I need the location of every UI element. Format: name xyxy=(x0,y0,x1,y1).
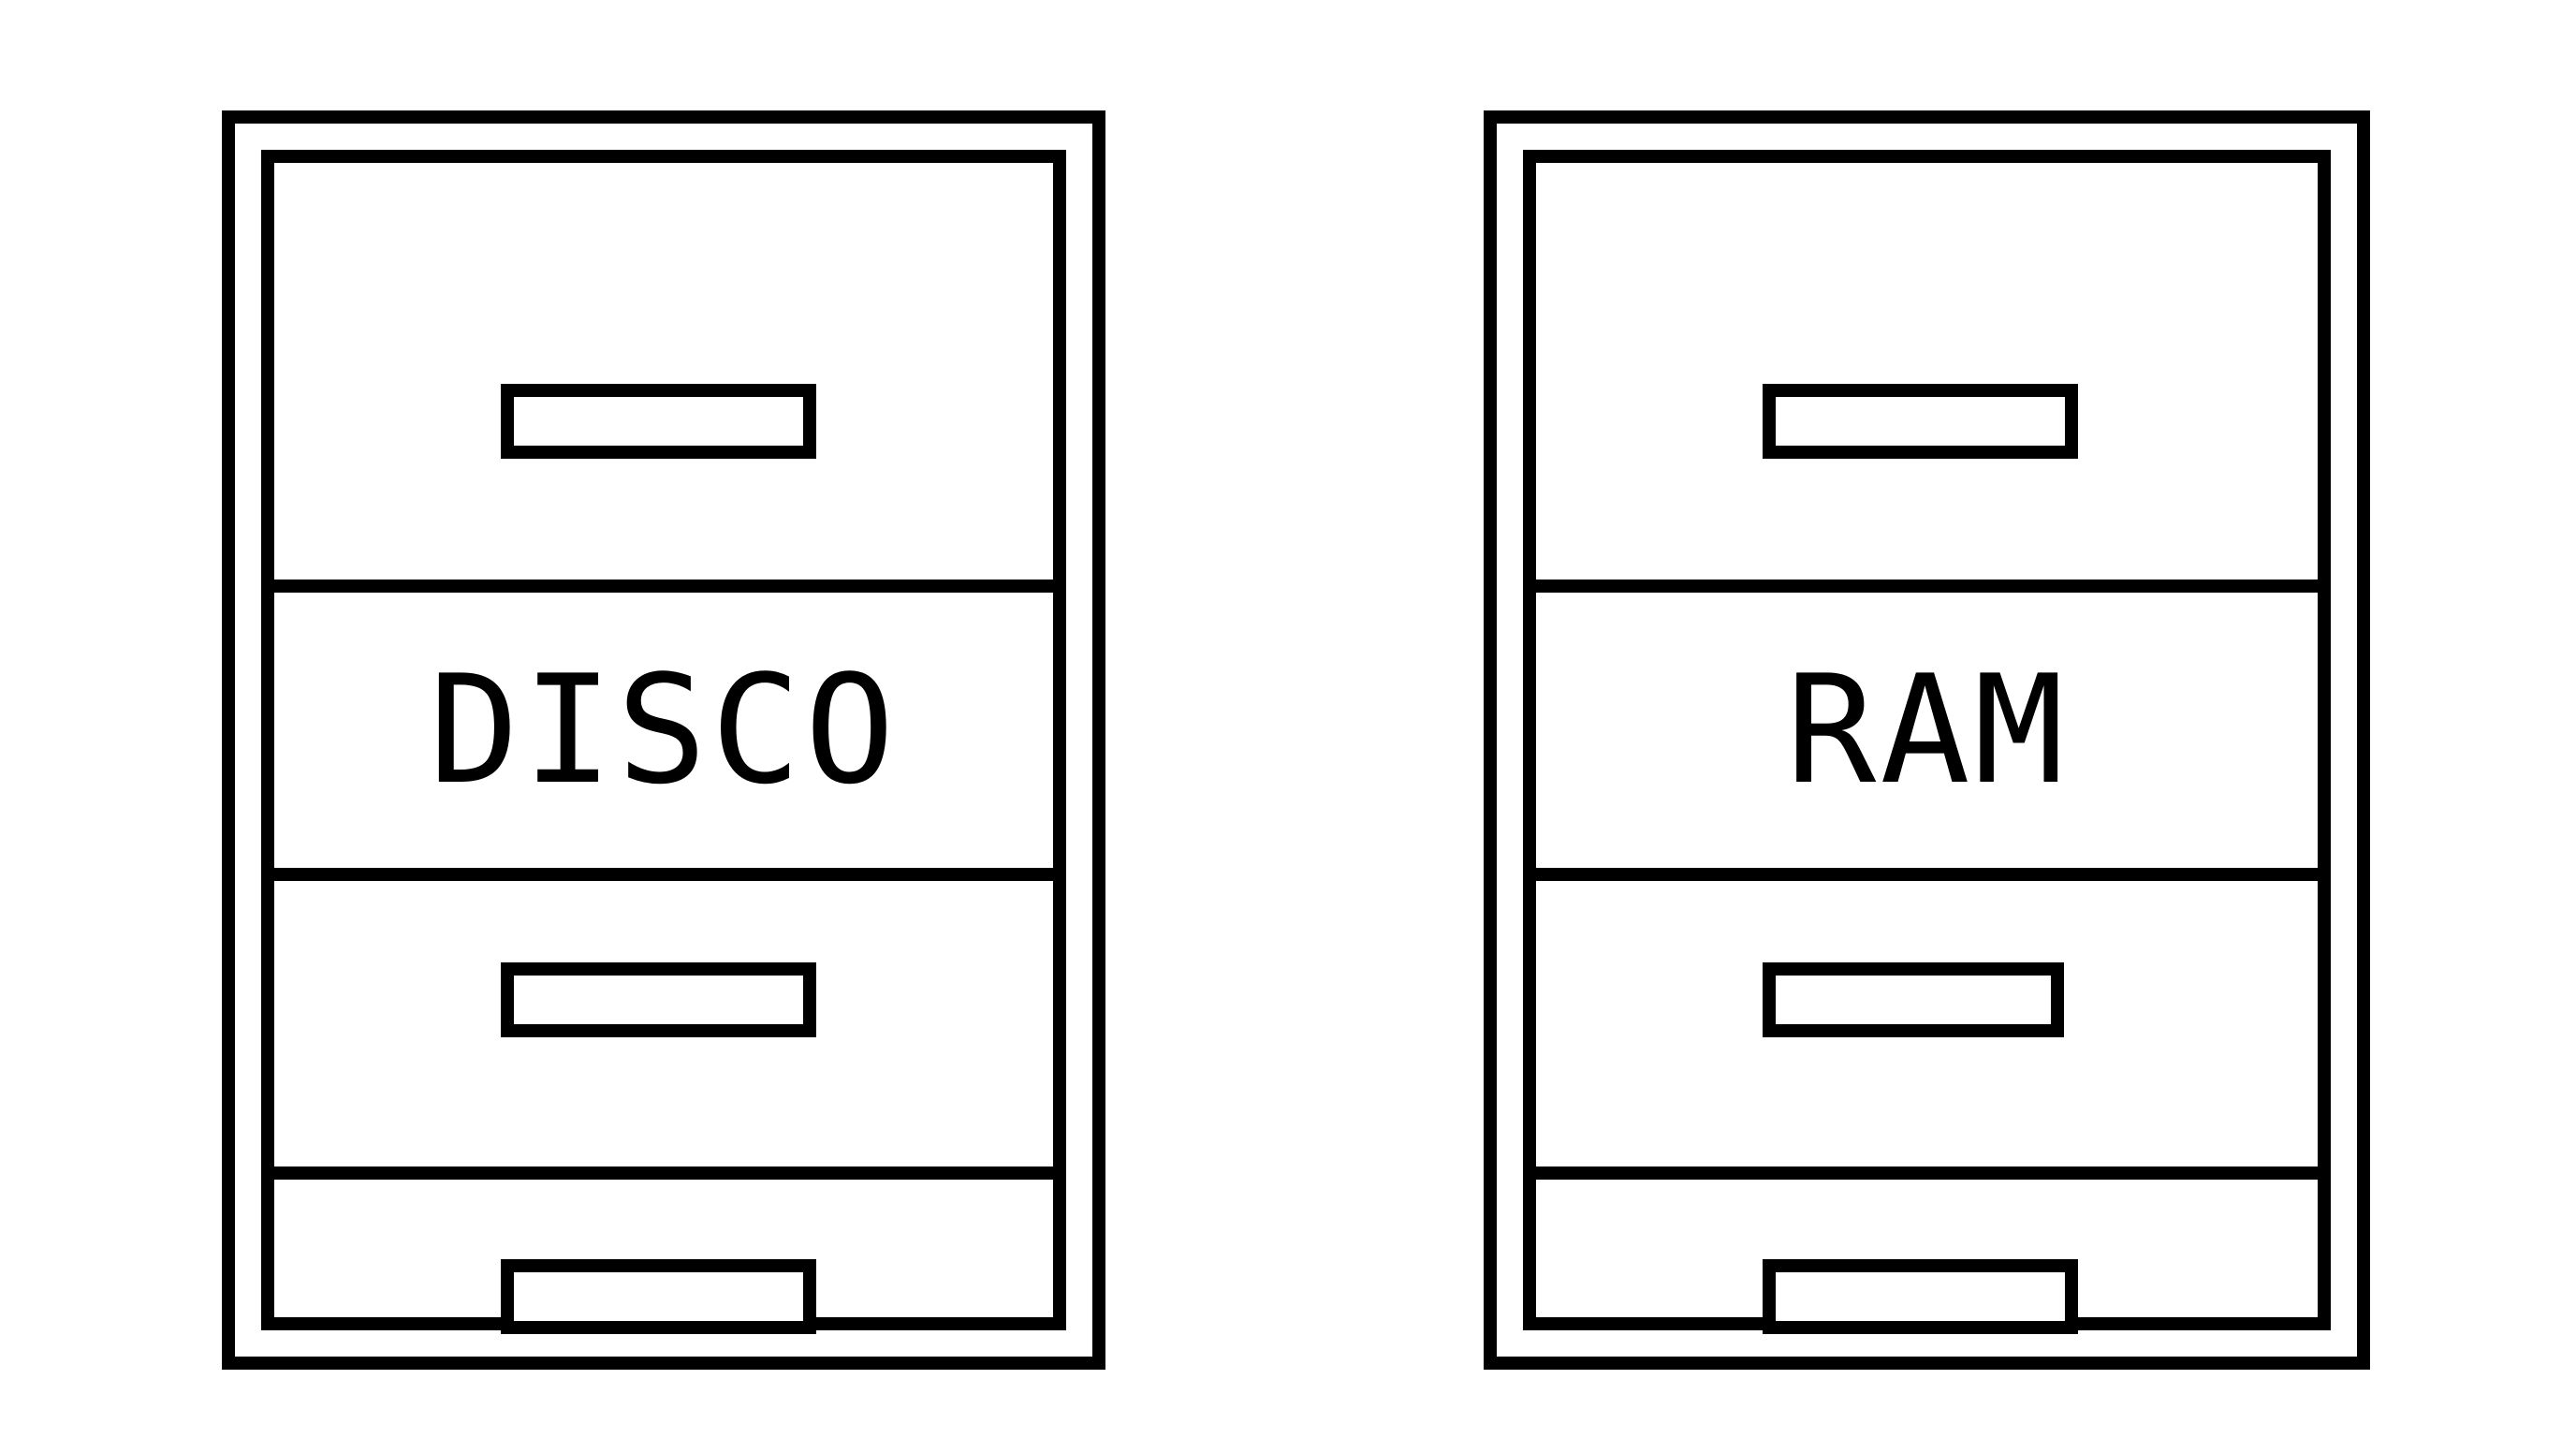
ram-cabinet-frame: RAM xyxy=(1523,150,2331,1334)
drawer-divider xyxy=(274,580,1053,593)
drawer-handle xyxy=(1763,962,2064,1037)
drawer-divider xyxy=(1536,868,2318,881)
ram-label: RAM xyxy=(1786,642,2068,817)
drawer-handle xyxy=(501,384,816,459)
drawer-divider xyxy=(1536,580,2318,593)
drawer-divider xyxy=(274,1167,1053,1180)
drawer-handle xyxy=(501,1259,816,1334)
disk-cabinet: DISCO xyxy=(222,110,1105,1370)
drawer-divider xyxy=(274,868,1053,881)
drawer-handle xyxy=(501,962,816,1037)
disk-cabinet-frame: DISCO xyxy=(261,150,1066,1334)
disk-label: DISCO xyxy=(429,642,899,817)
drawer-divider xyxy=(1536,1167,2318,1180)
ram-cabinet: RAM xyxy=(1484,110,2370,1370)
drawer-handle xyxy=(1763,384,2078,459)
drawer-handle xyxy=(1763,1259,2078,1334)
